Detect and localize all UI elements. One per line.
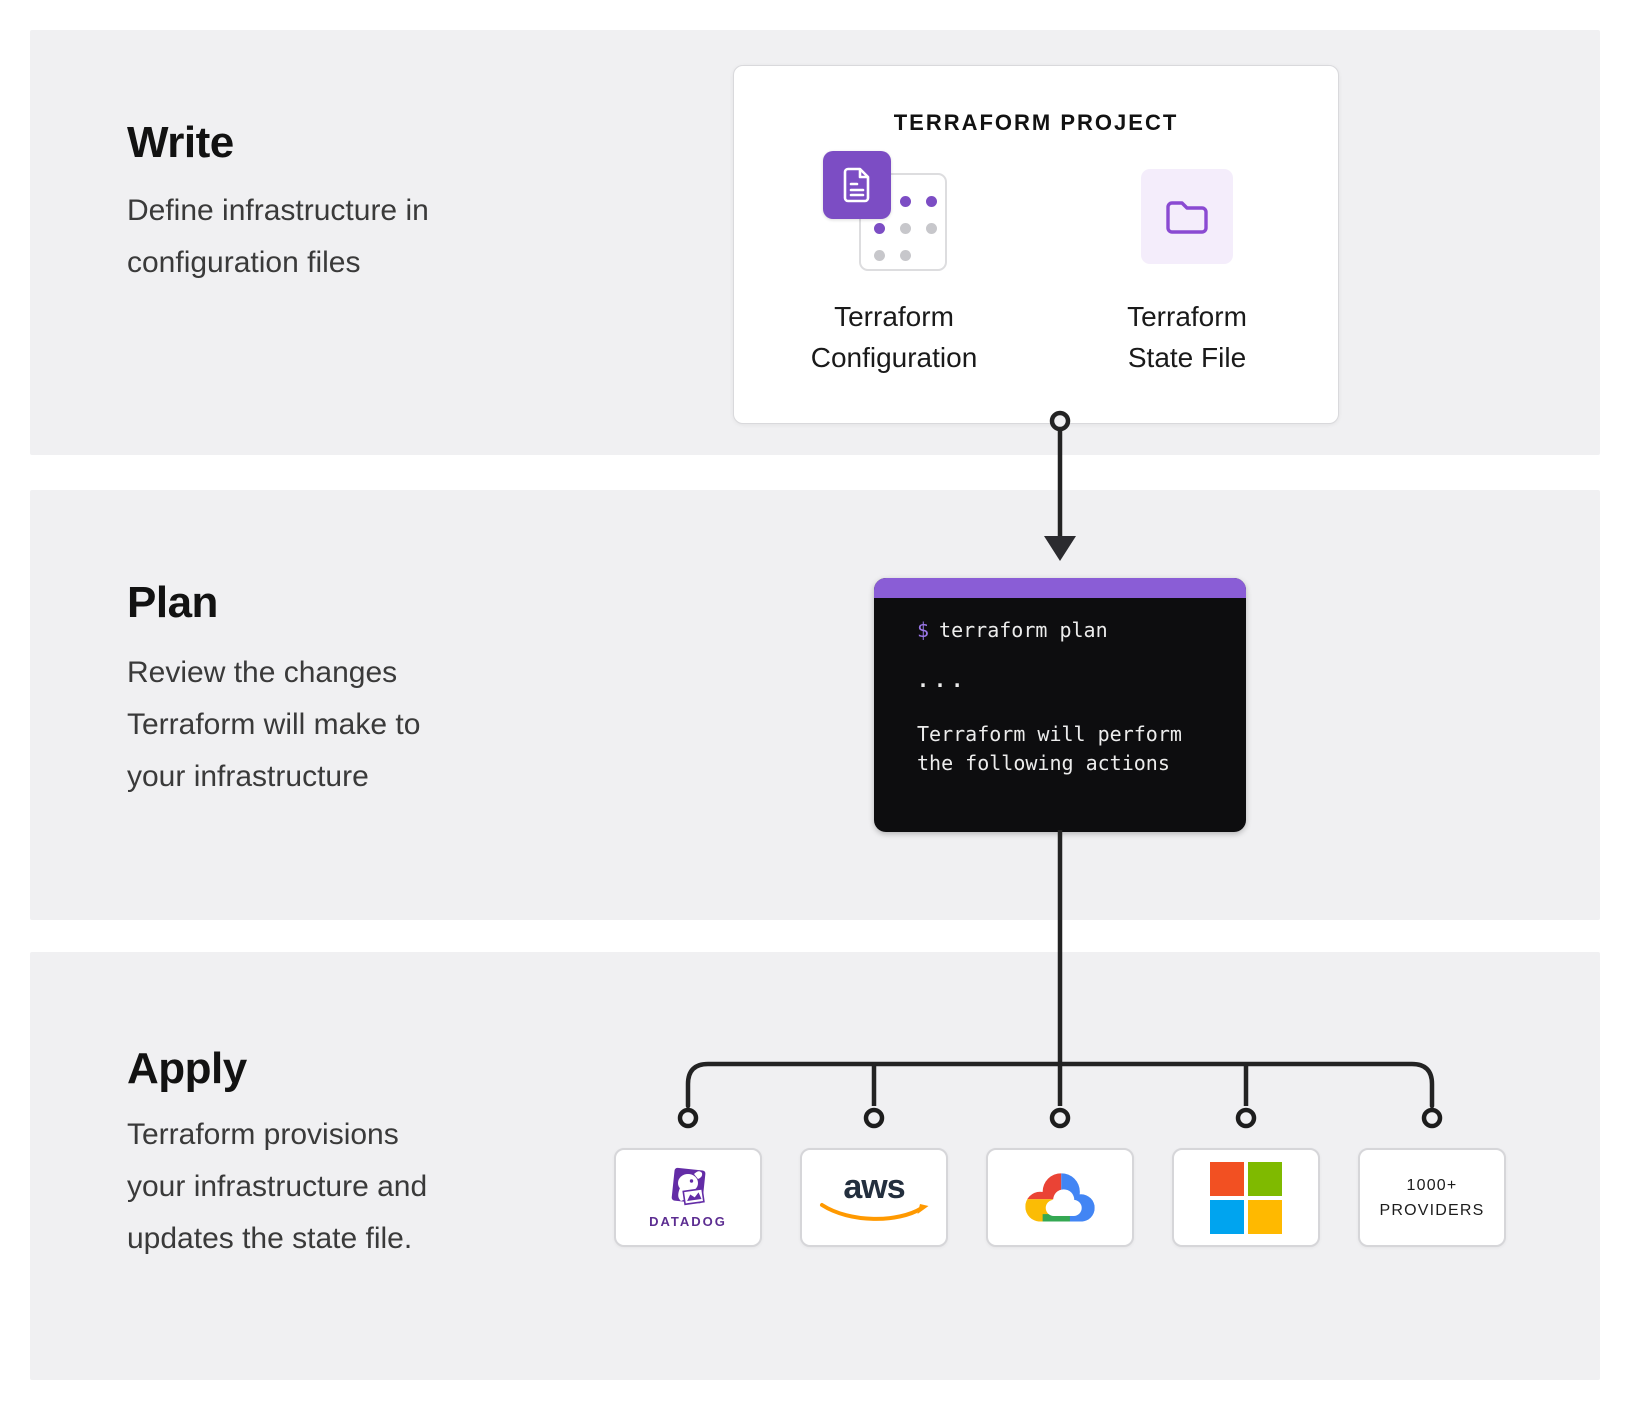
provider-card-more-providers: 1000+ PROVIDERS bbox=[1358, 1148, 1506, 1247]
apply-description-line: Terraform provisions bbox=[127, 1118, 399, 1151]
provider-card-google-cloud bbox=[986, 1148, 1134, 1247]
terraform-configuration-icon bbox=[823, 151, 983, 276]
google-cloud-icon bbox=[1025, 1172, 1095, 1222]
terminal-title-bar bbox=[874, 578, 1246, 598]
terminal-command-line: $ terraform plan bbox=[917, 618, 1108, 642]
dot bbox=[874, 250, 885, 261]
terminal-command: terraform plan bbox=[939, 618, 1108, 642]
aws-logo: aws bbox=[816, 1167, 932, 1224]
terraform-configuration-label: Terraform Configuration bbox=[754, 296, 1034, 378]
apply-description-line: your infrastructure and bbox=[127, 1170, 428, 1203]
dot bbox=[926, 196, 937, 207]
label-line: Configuration bbox=[810, 342, 978, 373]
terminal-window: $ terraform plan ... Terraform will perfo… bbox=[874, 578, 1246, 832]
dot bbox=[926, 223, 937, 234]
dot bbox=[874, 223, 885, 234]
document-glyph bbox=[843, 167, 870, 203]
plan-title: Plan bbox=[127, 578, 218, 627]
terminal-ellipsis: ... bbox=[917, 668, 969, 692]
write-description-line: configuration files bbox=[127, 246, 361, 279]
plan-section: Plan Review the changes Terraform will m… bbox=[30, 490, 1600, 920]
document-icon bbox=[823, 151, 891, 219]
terminal-output-line: Terraform will perform bbox=[917, 722, 1182, 746]
apply-title: Apply bbox=[127, 1044, 247, 1093]
folder-glyph bbox=[1166, 200, 1208, 234]
plan-description-line: Review the changes bbox=[127, 656, 398, 689]
terminal-output: Terraform will perform the following act… bbox=[917, 720, 1182, 778]
label-line: Terraform bbox=[1127, 301, 1247, 332]
prompt-symbol: $ bbox=[917, 618, 930, 642]
terraform-project-card: TERRAFORM PROJECT bbox=[733, 65, 1339, 424]
terminal-output-line: the following actions bbox=[917, 751, 1170, 775]
more-providers-count: 1000+ bbox=[1406, 1176, 1458, 1194]
ms-square-green bbox=[1248, 1161, 1282, 1196]
more-providers-word: PROVIDERS bbox=[1379, 1201, 1485, 1219]
terraform-state-file-label: Terraform State File bbox=[1047, 296, 1327, 378]
more-providers-label: 1000+ PROVIDERS bbox=[1379, 1173, 1484, 1223]
folder-icon bbox=[1141, 169, 1233, 264]
label-line: State File bbox=[1127, 342, 1247, 373]
ms-square-red bbox=[1210, 1161, 1244, 1196]
project-card-title: TERRAFORM PROJECT bbox=[893, 110, 1179, 135]
apply-section: Apply Terraform provisions your infrastr… bbox=[30, 952, 1600, 1380]
aws-swoosh-icon bbox=[820, 1202, 929, 1221]
dot bbox=[900, 250, 911, 261]
aws-logo-text: aws bbox=[843, 1167, 905, 1206]
write-section: Write Define infrastructure in configura… bbox=[30, 30, 1600, 455]
microsoft-icon bbox=[1210, 1161, 1282, 1234]
plan-description-line: your infrastructure bbox=[127, 760, 369, 793]
provider-card-aws: aws bbox=[800, 1148, 948, 1247]
label-line: Terraform bbox=[834, 301, 954, 332]
ms-square-blue bbox=[1210, 1199, 1244, 1234]
write-title: Write bbox=[127, 118, 234, 167]
dot bbox=[900, 196, 911, 207]
datadog-label: DATADOG bbox=[649, 1214, 727, 1229]
provider-card-microsoft bbox=[1172, 1148, 1320, 1247]
datadog-icon bbox=[671, 1167, 706, 1206]
provider-card-datadog: DATADOG bbox=[614, 1148, 762, 1247]
apply-description: Terraform provisions your infrastructure… bbox=[127, 1109, 427, 1265]
ms-square-yellow bbox=[1248, 1199, 1282, 1234]
plan-description-line: Terraform will make to bbox=[127, 708, 421, 741]
plan-description: Review the changes Terraform will make t… bbox=[127, 647, 420, 803]
dot bbox=[900, 223, 911, 234]
write-description: Define infrastructure in configuration f… bbox=[127, 185, 429, 289]
write-description-line: Define infrastructure in bbox=[127, 194, 429, 227]
apply-description-line: updates the state file. bbox=[127, 1222, 413, 1255]
